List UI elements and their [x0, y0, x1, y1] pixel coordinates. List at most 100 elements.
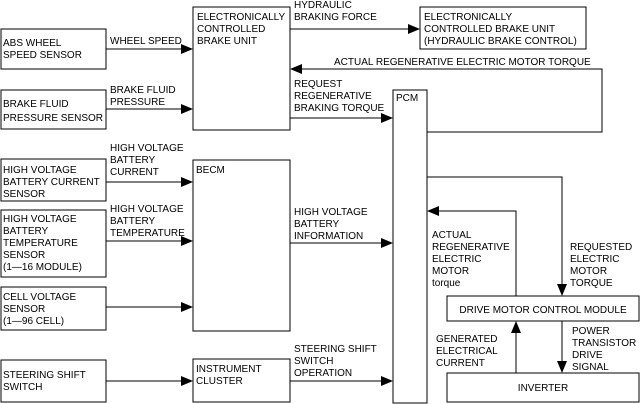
text-line: BRAKE FLUID: [3, 99, 69, 110]
text-line: BATTERY: [110, 155, 156, 166]
text-line: BATTERY: [3, 226, 49, 237]
actual-regen-feedback-line: [302, 68, 603, 133]
text-line: SENSOR: [3, 250, 45, 261]
text-line: STEERING SHIFT: [3, 370, 86, 381]
text-line: BECM: [196, 165, 225, 176]
text-line: SENSOR: [3, 189, 45, 200]
wheel-speed-label: WHEEL SPEED: [110, 36, 182, 47]
text-line: BATTERY CURRENT: [3, 177, 100, 188]
hv-info-arrow: [381, 238, 393, 248]
text-line: BRAKE UNIT: [197, 36, 257, 47]
text-line: MOTOR: [570, 266, 607, 277]
text-line: (HYDRAULIC BRAKE CONTROL): [424, 36, 577, 47]
text-line: REQUEST: [294, 79, 342, 90]
text-line: CURRENT: [436, 358, 485, 369]
text-line: DRIVE MOTOR CONTROL MODULE: [459, 305, 627, 316]
brake-fluid-pressure-sensor-box: [0, 89, 107, 130]
text-line: OPERATION: [294, 368, 352, 379]
text-line: BRAKING FORCE: [294, 12, 377, 23]
text-line: REGENERATIVE: [294, 91, 372, 102]
text-line: HIGH VOLTAGE: [3, 214, 77, 225]
becm-text: BECM: [196, 165, 225, 176]
text-line: MOTOR: [432, 266, 469, 277]
text-line: HIGH VOLTAGE: [110, 204, 184, 215]
text-line: SIGNAL: [572, 362, 609, 373]
text-line: PRESSURE SENSOR: [3, 113, 103, 124]
hv-current-arrow: [181, 177, 193, 187]
hv-battery-temperature-sensor-box: [0, 209, 107, 278]
hv-battery-current-sensor-box: [0, 158, 107, 202]
cell-voltage-sensor-box: [0, 286, 107, 331]
text-line: ELECTRIC: [570, 254, 619, 265]
actual-regen-feedback-arrow: [290, 64, 302, 74]
pcm-box: [392, 89, 428, 404]
text-line: STEERING SHIFT: [294, 344, 377, 355]
text-line: DRIVE: [572, 350, 603, 361]
text-line: ELECTRONICALLY: [424, 12, 513, 23]
text-line: TEMPERATURE: [3, 238, 78, 249]
text-line: INVERTER: [518, 383, 568, 394]
fluid-pressure-arrow: [181, 104, 193, 114]
text-line: REQUESTED: [570, 242, 632, 253]
text-line: INSTRUMENT: [196, 364, 262, 375]
text-line: CELL VOLTAGE: [3, 292, 77, 303]
text-line: TRANSISTOR: [572, 338, 636, 349]
becm-box: [192, 159, 291, 332]
text-line: CONTROLLED BRAKE UNIT: [424, 24, 555, 35]
steering-shift-switch-box: [0, 359, 107, 403]
electronically-controlled-brake-unit-box: [192, 6, 291, 131]
text-line: SWITCH: [3, 382, 42, 393]
hv-temp-arrow: [181, 236, 193, 246]
text-line: TEMPERATURE: [110, 228, 185, 239]
wheel-speed-arrow: [181, 44, 193, 54]
abs-wheel-speed-sensor-box: [0, 28, 107, 70]
actual-regen-torque-top-label: ACTUAL REGENERATIVE ELECTRIC MOTOR TORQU…: [334, 57, 591, 68]
drive-motor-control-module-box: [446, 295, 640, 322]
text-line: HIGH VOLTAGE: [294, 207, 368, 218]
text-line: (1—96 CELL): [3, 316, 64, 327]
instrument-cluster-box: [192, 358, 291, 403]
hydraulic-brake-control-unit-box: [419, 6, 587, 50]
cell-voltage-arrow: [181, 302, 193, 312]
requested-torque-arrow: [557, 284, 567, 296]
text-line: REGENERATIVE: [432, 242, 510, 253]
text-line: torque: [432, 278, 461, 289]
text-line: BATTERY: [294, 219, 340, 230]
text-line: TORQUE: [570, 278, 613, 289]
actual-regen-mid-line: [439, 210, 517, 296]
generated-current-arrow: [511, 321, 521, 333]
text-line: ELECTRICAL: [436, 346, 498, 357]
text-line: CONTROLLED: [197, 24, 265, 35]
text-line: POWER: [572, 326, 610, 337]
text-line: HIGH VOLTAGE: [3, 165, 77, 176]
text-line: CURRENT: [110, 167, 159, 178]
actual-regen-mid-arrow: [427, 206, 439, 216]
text-line: (1—16 MODULE): [3, 262, 82, 273]
text-line: PRESSURE: [110, 97, 165, 108]
text-line: SENSOR: [3, 304, 45, 315]
text-line: CLUSTER: [196, 376, 243, 387]
text-line: GENERATED: [436, 334, 498, 345]
text-line: HIGH VOLTAGE: [110, 143, 184, 154]
power-transistor-arrow: [557, 361, 567, 373]
text-line: BRAKING TORQUE: [294, 103, 385, 114]
hydraulic-force-arrow: [408, 24, 420, 34]
text-line: BRAKE FLUID: [110, 85, 176, 96]
text-line: SWITCH: [294, 356, 333, 367]
